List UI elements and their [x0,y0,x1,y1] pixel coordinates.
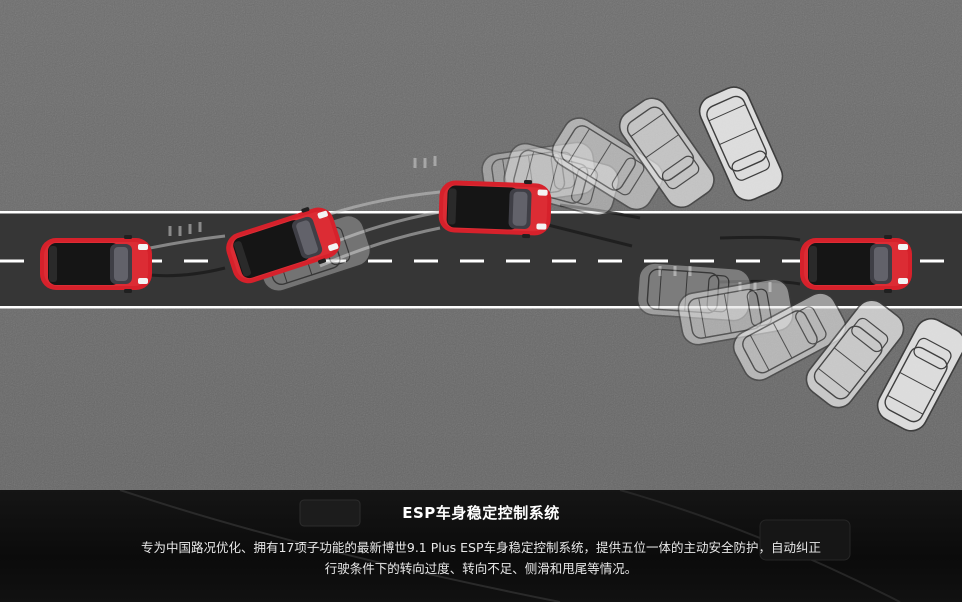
caption-text: 专为中国路况优化、拥有17项子功能的最新博世9.1 Plus ESP车身稳定控制… [81,537,881,579]
red-car-1 [40,235,152,293]
caption-panel: ESP车身稳定控制系统 专为中国路况优化、拥有17项子功能的最新博世9.1 Pl… [0,490,962,602]
caption-line-2: 行驶条件下的转向过度、转向不足、侧滑和甩尾等情况。 [324,561,638,576]
caption-title: ESP车身稳定控制系统 [402,504,560,522]
caption-line-1: 专为中国路况优化、拥有17项子功能的最新博世9.1 Plus ESP车身稳定控制… [140,540,822,555]
dashboard-backdrop [119,490,901,602]
red-car-3 [438,177,553,239]
road-scene [0,0,962,490]
red-car-4 [800,235,912,293]
